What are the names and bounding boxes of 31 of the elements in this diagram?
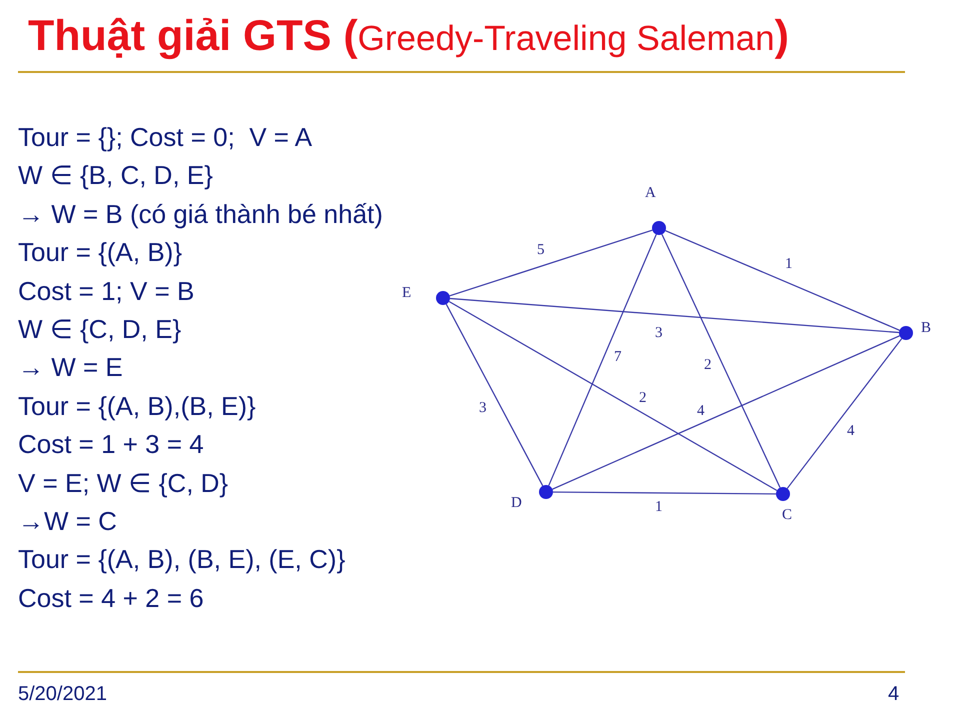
graph-edge (450, 298, 900, 334)
graph-edge (448, 300, 778, 492)
slide-title: Thuật giải GTS (Greedy-Traveling Saleman) (28, 11, 789, 62)
vertex-label: C (782, 507, 792, 523)
vertex-label: E (402, 285, 412, 301)
graph-edge (449, 230, 653, 296)
vertex-label: D (511, 495, 522, 511)
algorithm-step: Tour = {(A, B),(B, E)} (18, 390, 256, 422)
algorithm-step: W ∈ {C, D, E} (18, 313, 182, 345)
algorithm-step: Cost = 1 + 3 = 4 (18, 428, 204, 460)
algorithm-step: Tour = {(A, B), (B, E), (E, C)} (18, 543, 346, 576)
graph-edge (552, 335, 900, 490)
algorithm-step: Cost = 1; V = B (18, 274, 194, 307)
graph-edge (553, 491, 776, 495)
algorithm-step: →W = C (18, 505, 117, 537)
vertex-label: B (921, 320, 932, 336)
algorithm-step: Cost = 4 + 2 = 6 (18, 582, 204, 614)
algorithm-step: Tour = {}; Cost = 0; V = A (18, 121, 312, 153)
graph-edge (548, 234, 657, 486)
graph-edge (661, 234, 781, 488)
vertex-label: A (645, 185, 656, 201)
graph-edge (446, 304, 544, 486)
algorithm-step: → W = B (có giá thành bé nhất) (18, 198, 383, 230)
algorithm-step: V = E; W ∈ {C, D} (18, 466, 228, 499)
algorithm-step: W ∈ {B, C, D, E} (18, 159, 213, 192)
page-number: 4 (888, 682, 900, 706)
algorithm-step: → W = E (18, 351, 123, 384)
date-footer: 5/20/2021 (18, 682, 107, 706)
algorithm-step: Tour = {(A, B)} (18, 236, 182, 268)
graph-edge (665, 230, 900, 331)
graph-edge (786, 338, 902, 489)
